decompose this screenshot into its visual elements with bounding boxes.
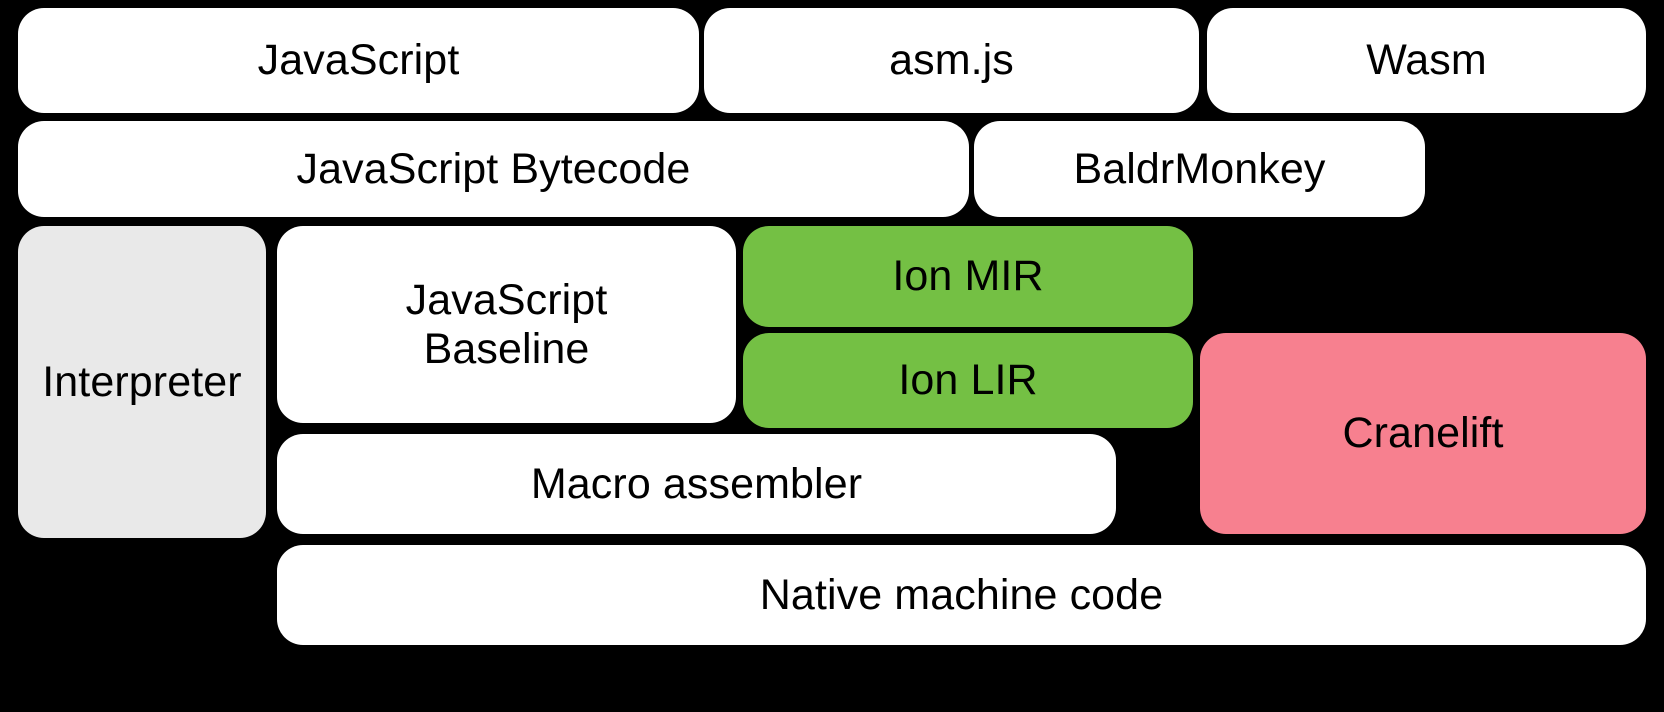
- node-ion-mir: Ion MIR: [743, 226, 1193, 327]
- node-asm-js: asm.js: [704, 8, 1199, 113]
- node-javascript: JavaScript: [18, 8, 699, 113]
- node-wasm: Wasm: [1207, 8, 1646, 113]
- node-javascript-baseline: JavaScript Baseline: [277, 226, 736, 423]
- node-macro-assembler: Macro assembler: [277, 434, 1116, 534]
- node-baldrmonkey: BaldrMonkey: [974, 121, 1425, 217]
- node-native-machine-code: Native machine code: [277, 545, 1646, 645]
- node-interpreter: Interpreter: [18, 226, 266, 538]
- node-ion-lir: Ion LIR: [743, 333, 1193, 428]
- node-javascript-bytecode: JavaScript Bytecode: [18, 121, 969, 217]
- node-cranelift: Cranelift: [1200, 333, 1646, 534]
